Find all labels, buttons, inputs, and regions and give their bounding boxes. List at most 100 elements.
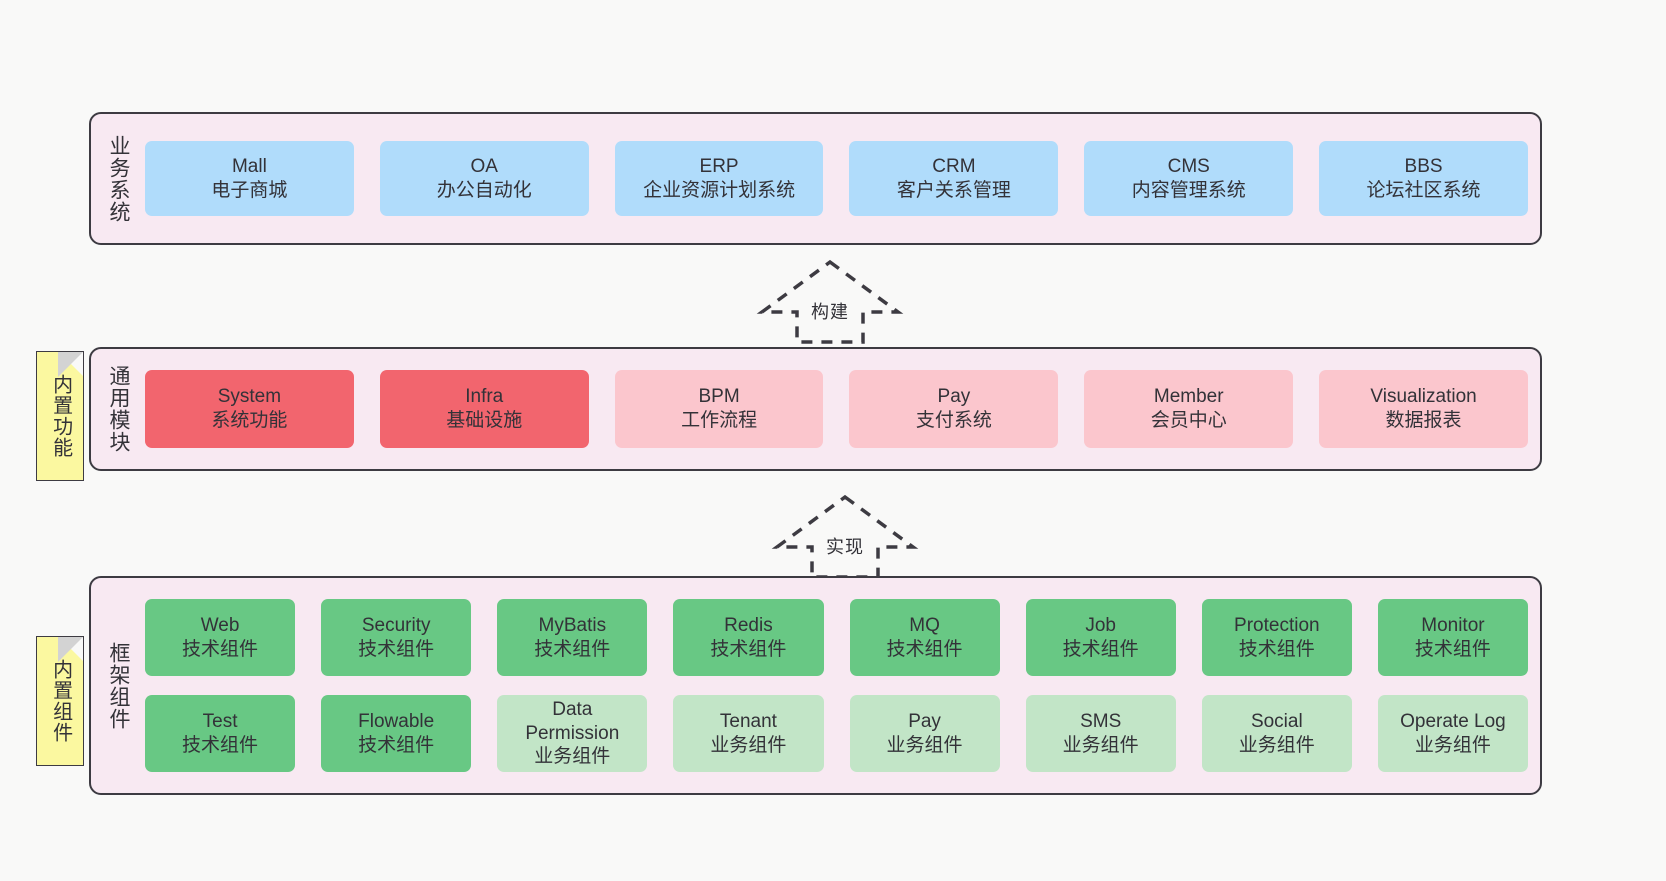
card-title-en: Test	[202, 710, 238, 732]
card-mq[interactable]: MQ 技术组件	[849, 599, 1000, 676]
card-title-en: MQ	[909, 614, 940, 636]
card-title-en: Infra	[465, 386, 504, 408]
card-title-cn: 会员中心	[1150, 410, 1227, 431]
card-title-en: Job	[1085, 614, 1116, 636]
note-builtin-feature: 内置功能	[36, 351, 84, 481]
card-title-en: BBS	[1404, 155, 1443, 177]
card-title-cn: 技术组件	[182, 638, 259, 660]
card-title-en: Monitor	[1421, 614, 1485, 636]
arrow-realize-label: 实现	[826, 537, 864, 557]
card-bbs[interactable]: BBS 论坛社区系统	[1319, 141, 1528, 216]
card-title-cn: 论坛社区系统	[1366, 179, 1481, 201]
card-protection[interactable]: Protection 技术组件	[1201, 599, 1352, 676]
card-cms[interactable]: CMS 内容管理系统	[1084, 141, 1294, 216]
card-security[interactable]: Security 技术组件	[321, 599, 472, 676]
card-title-cn: 业务组件	[1238, 734, 1315, 756]
layer-framework-component: 框架组件 Web 技术组件 Security 技术组件 MyBatis 技术组件…	[89, 576, 1542, 795]
card-test[interactable]: Test 技术组件	[145, 695, 296, 772]
card-title-cn: 电子商城	[211, 179, 288, 201]
arrow-build: 构建	[755, 256, 905, 346]
arrow-realize: 实现	[770, 491, 920, 581]
card-title-en: MyBatis	[538, 614, 607, 636]
arrow-build-label: 构建	[811, 302, 849, 322]
card-infra[interactable]: Infra 基础设施	[379, 370, 589, 448]
card-title-cn: 内容管理系统	[1131, 179, 1246, 201]
card-title-cn: 技术组件	[710, 638, 787, 660]
card-monitor[interactable]: Monitor 技术组件	[1377, 599, 1528, 676]
card-redis[interactable]: Redis 技术组件	[673, 599, 824, 676]
card-data-permission[interactable]: Data Permission 业务组件	[497, 695, 648, 772]
card-title-en: Protection	[1234, 614, 1320, 636]
card-title-en: Flowable	[358, 710, 435, 732]
card-member[interactable]: Member 会员中心	[1084, 370, 1294, 448]
card-title-en: Operate Log	[1400, 710, 1506, 732]
card-title-en: ERP	[699, 155, 739, 177]
card-operate-log[interactable]: Operate Log 业务组件	[1377, 695, 1528, 772]
layer-title-common-module: 通用模块	[106, 365, 130, 453]
card-title-cn: 技术组件	[1238, 638, 1315, 660]
card-bpm[interactable]: BPM 工作流程	[614, 370, 824, 448]
layer-title-framework-component: 框架组件	[106, 641, 130, 730]
card-erp[interactable]: ERP 企业资源计划系统	[614, 141, 824, 216]
card-title-en: Visualization	[1370, 386, 1477, 408]
card-mybatis[interactable]: MyBatis 技术组件	[497, 599, 648, 676]
card-title-en: Social	[1250, 710, 1303, 732]
card-title-cn: 业务组件	[710, 734, 787, 756]
card-title-en: CMS	[1167, 155, 1210, 177]
card-title-en: CRM	[932, 155, 976, 177]
card-title-cn: 技术组件	[358, 638, 435, 660]
card-title-en: Security	[361, 614, 431, 636]
card-title-cn: 基础设施	[446, 410, 523, 431]
card-row: Web 技术组件 Security 技术组件 MyBatis 技术组件 Redi…	[145, 599, 1528, 676]
layer-business-system: 业务系统 Mall 电子商城 OA 办公自动化 ERP 企业资源计划系统 CRM…	[89, 112, 1542, 245]
card-pay-component[interactable]: Pay 业务组件	[849, 695, 1000, 772]
layer-body-business-system: Mall 电子商城 OA 办公自动化 ERP 企业资源计划系统 CRM 客户关系…	[133, 124, 1528, 233]
card-title-en: Mall	[231, 155, 267, 177]
card-flowable[interactable]: Flowable 技术组件	[321, 695, 472, 772]
card-title-en: System	[217, 386, 282, 408]
card-title-cn: 业务组件	[886, 734, 963, 756]
card-title-en: SMS	[1080, 710, 1122, 732]
layer-body-common-module: System 系统功能 Infra 基础设施 BPM 工作流程 Pay 支付系统…	[133, 359, 1528, 459]
card-pay-module[interactable]: Pay 支付系统	[849, 370, 1059, 448]
card-row: System 系统功能 Infra 基础设施 BPM 工作流程 Pay 支付系统…	[145, 370, 1528, 448]
card-title-cn: 客户关系管理	[896, 179, 1011, 201]
note-builtin-component: 内置组件	[36, 636, 84, 766]
layer-body-framework-component: Web 技术组件 Security 技术组件 MyBatis 技术组件 Redi…	[133, 588, 1528, 783]
card-title-en: Pay	[908, 710, 941, 732]
card-row: Test 技术组件 Flowable 技术组件 Data Permission …	[145, 695, 1528, 772]
card-title-cn: 技术组件	[534, 638, 611, 660]
card-title-cn: 企业资源计划系统	[643, 179, 796, 201]
card-mall[interactable]: Mall 电子商城	[145, 141, 354, 216]
layer-common-module: 通用模块 System 系统功能 Infra 基础设施 BPM 工作流程 Pay…	[89, 347, 1542, 471]
card-title-cn: 支付系统	[915, 410, 992, 431]
card-title-cn: 技术组件	[886, 638, 963, 660]
card-sms[interactable]: SMS 业务组件	[1025, 695, 1176, 772]
card-title-en: Member	[1153, 386, 1224, 408]
card-title-cn: 技术组件	[1414, 638, 1491, 660]
card-title-en: Redis	[724, 614, 773, 636]
card-oa[interactable]: OA 办公自动化	[379, 141, 589, 216]
card-row: Mall 电子商城 OA 办公自动化 ERP 企业资源计划系统 CRM 客户关系…	[145, 141, 1528, 216]
card-title-cn: 工作流程	[681, 410, 758, 431]
card-system[interactable]: System 系统功能	[145, 370, 354, 448]
card-web[interactable]: Web 技术组件	[145, 599, 296, 676]
card-job[interactable]: Job 技术组件	[1025, 599, 1176, 676]
card-title-cn: 业务组件	[1414, 734, 1491, 756]
card-social[interactable]: Social 业务组件	[1201, 695, 1352, 772]
card-title-en: Web	[200, 614, 240, 636]
card-crm[interactable]: CRM 客户关系管理	[849, 141, 1059, 216]
card-title-cn: 系统功能	[211, 410, 288, 431]
card-title-cn: 业务组件	[1062, 734, 1139, 756]
card-title-cn: 技术组件	[1062, 638, 1139, 660]
card-title-cn: 技术组件	[358, 734, 435, 756]
layer-title-business-system: 业务系统	[106, 134, 130, 223]
card-visualization[interactable]: Visualization 数据报表	[1319, 370, 1528, 448]
card-title-en: Pay	[937, 386, 971, 408]
card-title-en: OA	[470, 155, 498, 177]
card-tenant[interactable]: Tenant 业务组件	[673, 695, 824, 772]
card-title-cn: 技术组件	[182, 734, 259, 756]
card-title-en: Data Permission	[525, 698, 620, 744]
card-title-en: BPM	[698, 386, 740, 408]
